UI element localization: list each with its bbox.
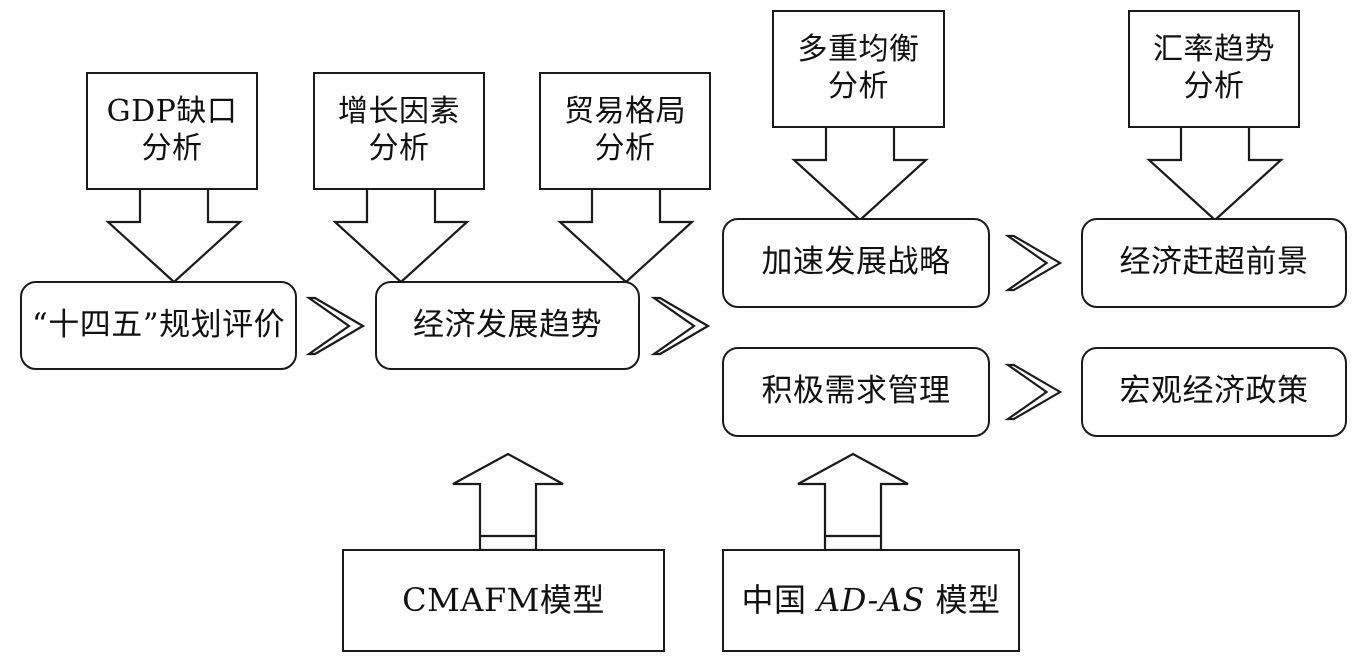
chevron-demand-to-macro (1004, 363, 1063, 421)
node-demand-mgmt-label: 积极需求管理 (761, 373, 951, 410)
chevron-right-shape (650, 296, 711, 356)
node-econ-trend: 经济发展趋势 (375, 281, 640, 370)
node-adas-model: 中国 AD-AS 模型 (722, 549, 1020, 652)
node-gdp-gap-label: GDP缺口 分析 (106, 94, 238, 166)
node-demand-mgmt: 积极需求管理 (722, 347, 990, 437)
node-exchange-trend-label: 汇率趋势 分析 (1153, 32, 1275, 104)
node-multi-equilibrium-label: 多重均衡 分析 (797, 32, 920, 104)
node-cmafm-model: CMAFM模型 (342, 549, 665, 652)
down-block-arrow-shape (105, 186, 243, 284)
node-exchange-trend: 汇率趋势 分析 (1128, 10, 1300, 128)
node-growth-factor: 增长因素 分析 (313, 72, 485, 190)
down-arrow-trade (557, 186, 695, 284)
node-econ-trend-label: 经济发展趋势 (413, 306, 602, 343)
node-accel-strategy-label: 加速发展战略 (761, 244, 951, 281)
node-accel-strategy: 加速发展战略 (722, 218, 990, 308)
node-adas-model-label: 中国 AD-AS 模型 (741, 581, 1000, 620)
adas-prefix: 中国 (741, 580, 818, 619)
up-block-arrow-shape (797, 452, 909, 552)
node-catchup-prospect-label: 经济赶超前景 (1119, 244, 1309, 281)
chevron-right-shape (1004, 363, 1063, 421)
chevron-accel-to-catchup (1004, 234, 1063, 292)
node-cmafm-model-label: CMAFM模型 (402, 580, 605, 619)
up-arrow-cmafm (452, 452, 564, 552)
down-arrow-exchange-trend (1146, 124, 1284, 222)
adas-italic: AD-AS (817, 580, 925, 619)
node-plan-eval: “十四五”规划评价 (20, 281, 297, 370)
chevron-right-shape (1004, 234, 1063, 292)
up-arrow-adas (797, 452, 909, 552)
down-block-arrow-shape (557, 186, 695, 284)
up-block-arrow-shape (452, 452, 564, 552)
node-multi-equilibrium: 多重均衡 分析 (772, 10, 945, 128)
node-macro-policy-label: 宏观经济政策 (1119, 373, 1309, 410)
chevron-trend-to-branch (650, 296, 711, 356)
down-block-arrow-shape (332, 186, 470, 284)
down-arrow-gdp (105, 186, 243, 284)
node-growth-factor-label: 增长因素 分析 (338, 94, 460, 166)
node-plan-eval-label: “十四五”规划评价 (31, 306, 286, 343)
adas-suffix: 模型 (924, 580, 1001, 619)
node-catchup-prospect: 经济赶超前景 (1081, 218, 1347, 308)
node-trade-pattern-label: 贸易格局 分析 (564, 94, 686, 166)
down-block-arrow-shape (791, 124, 929, 222)
down-arrow-multi-equilibrium (791, 124, 929, 222)
node-macro-policy: 宏观经济政策 (1081, 347, 1347, 437)
node-gdp-gap: GDP缺口 分析 (86, 72, 258, 190)
down-arrow-growth (332, 186, 470, 284)
down-block-arrow-shape (1146, 124, 1284, 222)
node-trade-pattern: 贸易格局 分析 (539, 72, 711, 190)
chevron-right-shape (305, 296, 366, 356)
chevron-plan-to-trend (305, 296, 366, 356)
